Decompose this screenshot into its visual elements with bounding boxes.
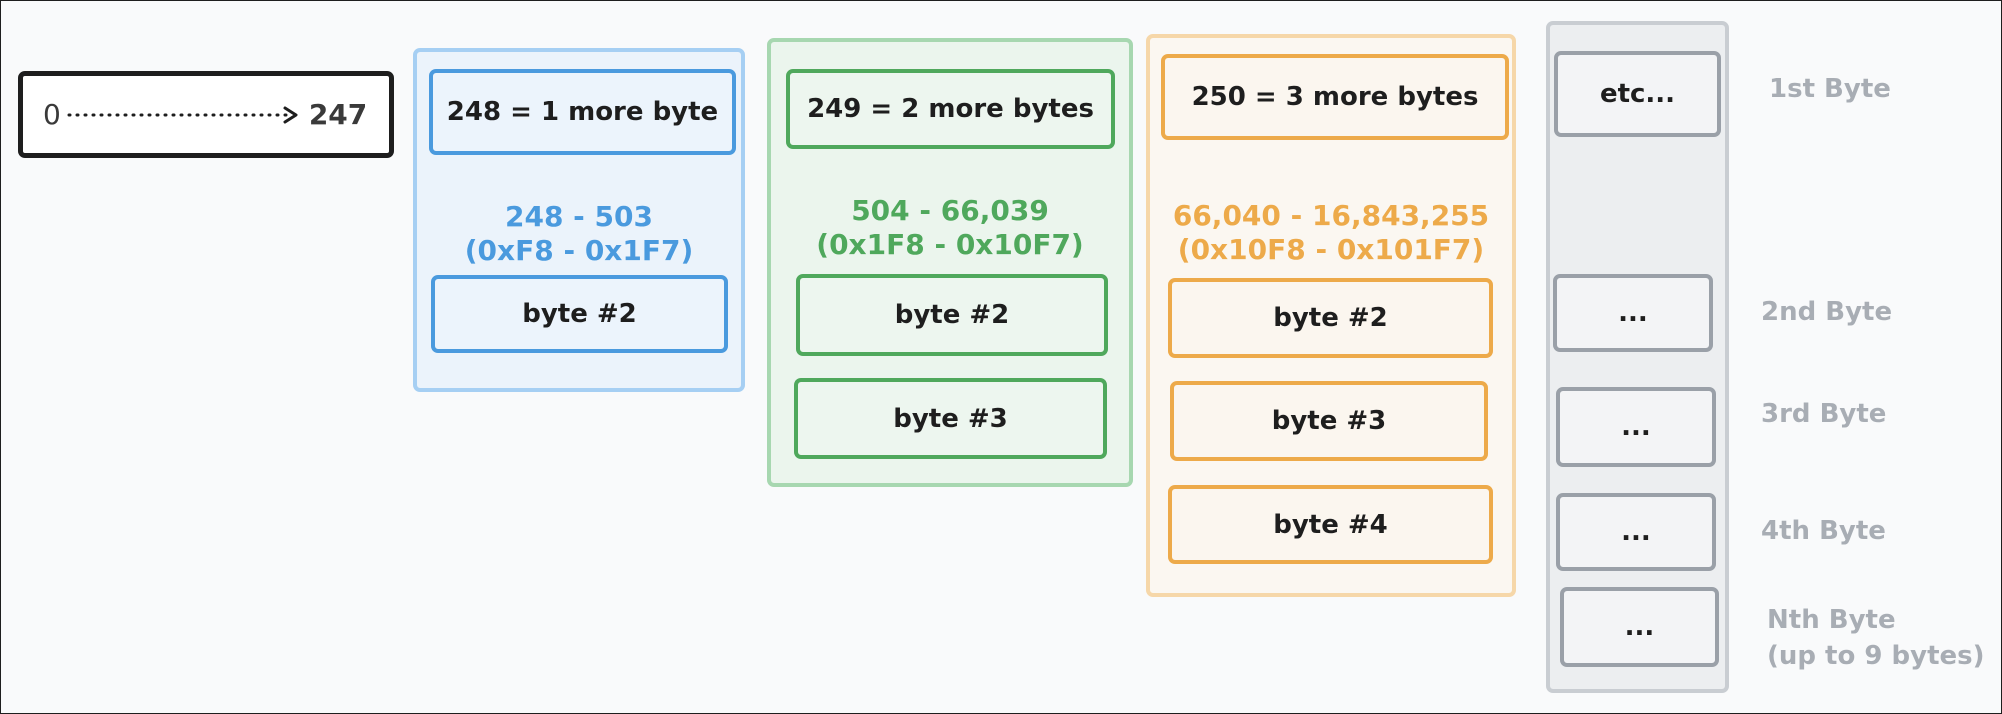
byte-label: byte #3 — [893, 403, 1008, 434]
header-label: 248 = 1 more byte — [446, 97, 719, 127]
byte-label: byte #3 — [1271, 406, 1387, 436]
decimal-range: 66,040 - 16,843,255 — [1172, 199, 1490, 232]
row-label-1st-byte: 1st Byte — [1769, 74, 1891, 104]
single-byte-range-box: 0 247 — [18, 71, 394, 158]
value-range-orange: 66,040 - 16,843,255 (0x10F8 - 0x101F7) — [1146, 199, 1516, 267]
byte-4-box: byte #4 — [1168, 485, 1493, 564]
decimal-range: 248 - 503 — [504, 200, 653, 233]
byte-3-box: byte #3 — [794, 378, 1107, 459]
etc-cell-3: ... — [1556, 387, 1716, 467]
byte-2-box: byte #2 — [431, 275, 728, 353]
range-end-value: 247 — [308, 98, 368, 131]
row-label-3rd-byte: 3rd Byte — [1761, 399, 1887, 429]
row-label-4th-byte: 4th Byte — [1761, 516, 1886, 546]
etc-cell-2: ... — [1553, 274, 1713, 352]
header-box-249: 249 = 2 more bytes — [786, 69, 1115, 149]
header-box-250: 250 = 3 more bytes — [1161, 54, 1509, 140]
decimal-range: 504 - 66,039 — [851, 194, 1049, 227]
header-box-248: 248 = 1 more byte — [429, 69, 736, 155]
ellipsis-label: ... — [1624, 612, 1655, 642]
row-label-2nd-byte: 2nd Byte — [1761, 297, 1893, 327]
etc-cell-4: ... — [1556, 493, 1716, 571]
etc-header-box: etc... — [1554, 51, 1721, 137]
byte-label: byte #2 — [522, 299, 637, 329]
byte-label: byte #2 — [1273, 303, 1388, 333]
byte-2-box: byte #2 — [796, 274, 1108, 356]
hex-range: (0x10F8 - 0x101F7) — [1177, 233, 1485, 266]
value-range-blue: 248 - 503 (0xF8 - 0x1F7) — [413, 200, 745, 268]
byte-3-box: byte #3 — [1170, 381, 1488, 461]
ellipsis-label: ... — [1618, 298, 1648, 328]
hex-range: (0x1F8 - 0x10F7) — [816, 228, 1084, 261]
header-label: 250 = 3 more bytes — [1191, 82, 1479, 112]
header-label: 249 = 2 more bytes — [807, 94, 1094, 124]
byte-2-box: byte #2 — [1168, 278, 1493, 358]
byte-label: byte #2 — [894, 300, 1010, 330]
nth-byte-label: Nth Byte — [1767, 605, 1896, 635]
etc-label: etc... — [1599, 79, 1676, 109]
etc-cell-n: ... — [1560, 587, 1719, 667]
value-range-green: 504 - 66,039 (0x1F8 - 0x10F7) — [767, 194, 1133, 262]
dotted-arrow-icon — [67, 106, 298, 123]
byte-label: byte #4 — [1273, 509, 1388, 540]
hex-range: (0xF8 - 0x1F7) — [464, 234, 694, 267]
row-label-nth-byte: Nth Byte (up to 9 bytes) — [1767, 602, 1985, 674]
max-bytes-note: (up to 9 bytes) — [1767, 641, 1985, 671]
ellipsis-label: ... — [1621, 517, 1651, 547]
ellipsis-label: ... — [1621, 412, 1651, 442]
range-start-value: 0 — [43, 98, 61, 131]
